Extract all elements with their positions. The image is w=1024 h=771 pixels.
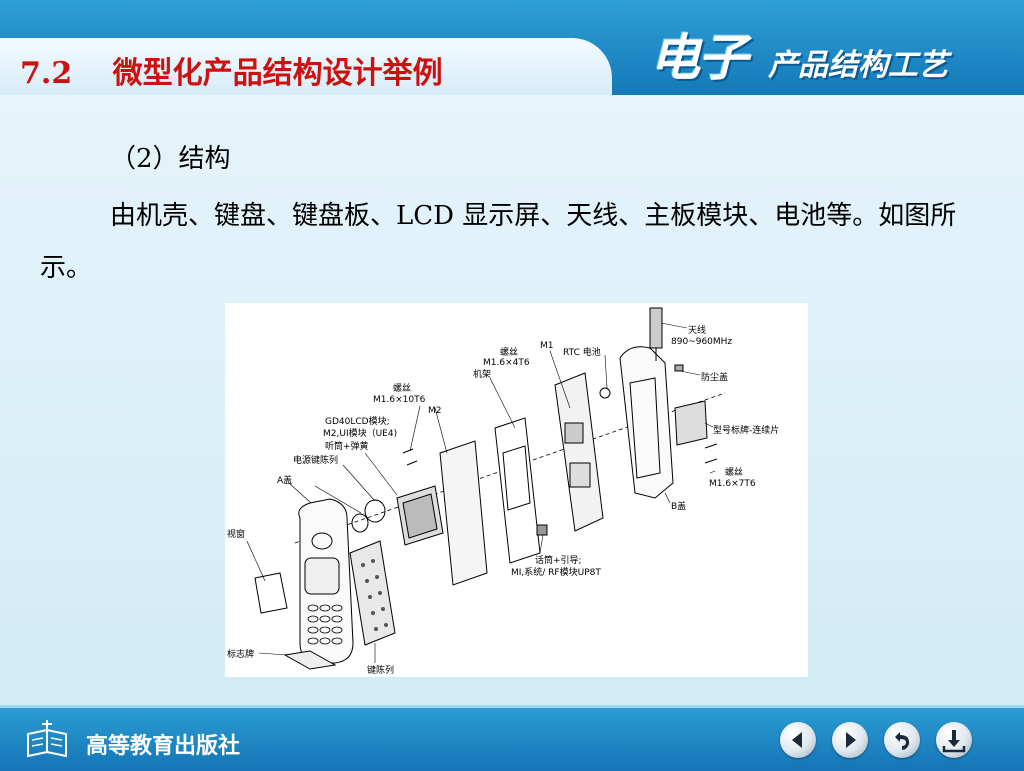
label-lcd1: GD40LCD模块; xyxy=(325,415,390,427)
footer-bar: 高等教育出版社 xyxy=(0,705,1024,771)
label-window: 视窗 xyxy=(227,528,245,540)
previous-button[interactable] xyxy=(780,722,816,758)
label-screw-b-spec: M1.6×7T6 xyxy=(709,479,756,489)
publisher-logo-icon xyxy=(27,720,67,758)
exit-icon xyxy=(942,730,966,753)
phone-exploded-diagram: 天线 890~960MHz 防尘盖 型号标牌-连续片 螺丝 M1.6×7T6 B… xyxy=(225,303,808,677)
label-antenna-freq: 890~960MHz xyxy=(671,337,732,347)
exit-button[interactable] xyxy=(936,722,972,758)
label-mic1: 话筒+引导; xyxy=(535,554,582,566)
brand-logo: 电子 产品结构工艺 xyxy=(650,18,1010,87)
diagram-svg: 天线 890~960MHz 防尘盖 型号标牌-连续片 螺丝 M1.6×7T6 B… xyxy=(227,307,779,676)
label-logo-plate: 标志牌 xyxy=(227,648,254,660)
label-power-key: 电源键陈列 xyxy=(293,454,338,466)
label-dust-cover: 防尘盖 xyxy=(701,371,728,383)
publisher-name: 高等教育出版社 xyxy=(86,734,241,759)
subheading: （2）结构 xyxy=(110,144,231,174)
next-button[interactable] xyxy=(832,722,868,758)
label-screw-b: 螺丝 xyxy=(725,466,743,478)
label-screw-m1: 螺丝 xyxy=(500,346,518,358)
brand-logo-main: 电子 xyxy=(650,29,748,87)
title-panel xyxy=(0,38,612,95)
return-button[interactable] xyxy=(884,722,920,758)
label-frame: 机架 xyxy=(473,368,491,380)
label-screw-m2: 螺丝 xyxy=(393,382,411,394)
return-icon xyxy=(895,732,910,750)
label-m1: M1 xyxy=(540,341,554,351)
label-earpiece: 听筒+弹黄 xyxy=(325,440,369,452)
next-icon xyxy=(846,732,856,748)
previous-icon xyxy=(792,732,802,748)
label-model-plate: 型号标牌-连续片 xyxy=(713,424,779,436)
label-screw-m2-spec: M1.6×10T6 xyxy=(373,395,426,405)
label-m2: M2 xyxy=(428,406,442,416)
label-b-cover: B盖 xyxy=(671,500,686,512)
label-a-cover: A盖 xyxy=(277,474,292,486)
label-antenna: 天线 xyxy=(688,324,706,336)
header-bar: 7.2 微型化产品结构设计举例 电子 产品结构工艺 xyxy=(0,0,1024,95)
label-screw-m1-spec: M1.6×4T6 xyxy=(483,358,530,368)
label-lcd2: M2,UI模块（UE4) xyxy=(323,427,397,439)
brand-logo-sub: 产品结构工艺 xyxy=(768,48,948,83)
section-title: 7.2 微型化产品结构设计举例 xyxy=(20,56,443,91)
body-paragraph: 由机壳、键盘、键盘板、LCD 显示屏、天线、主板模块、电池等。如图所示。 xyxy=(40,201,957,283)
label-mic2: MI,系统/ RF模块UP8T xyxy=(511,566,601,578)
label-rtc: RTC 电池 xyxy=(563,346,601,358)
label-keypad: 键陈列 xyxy=(367,664,394,676)
